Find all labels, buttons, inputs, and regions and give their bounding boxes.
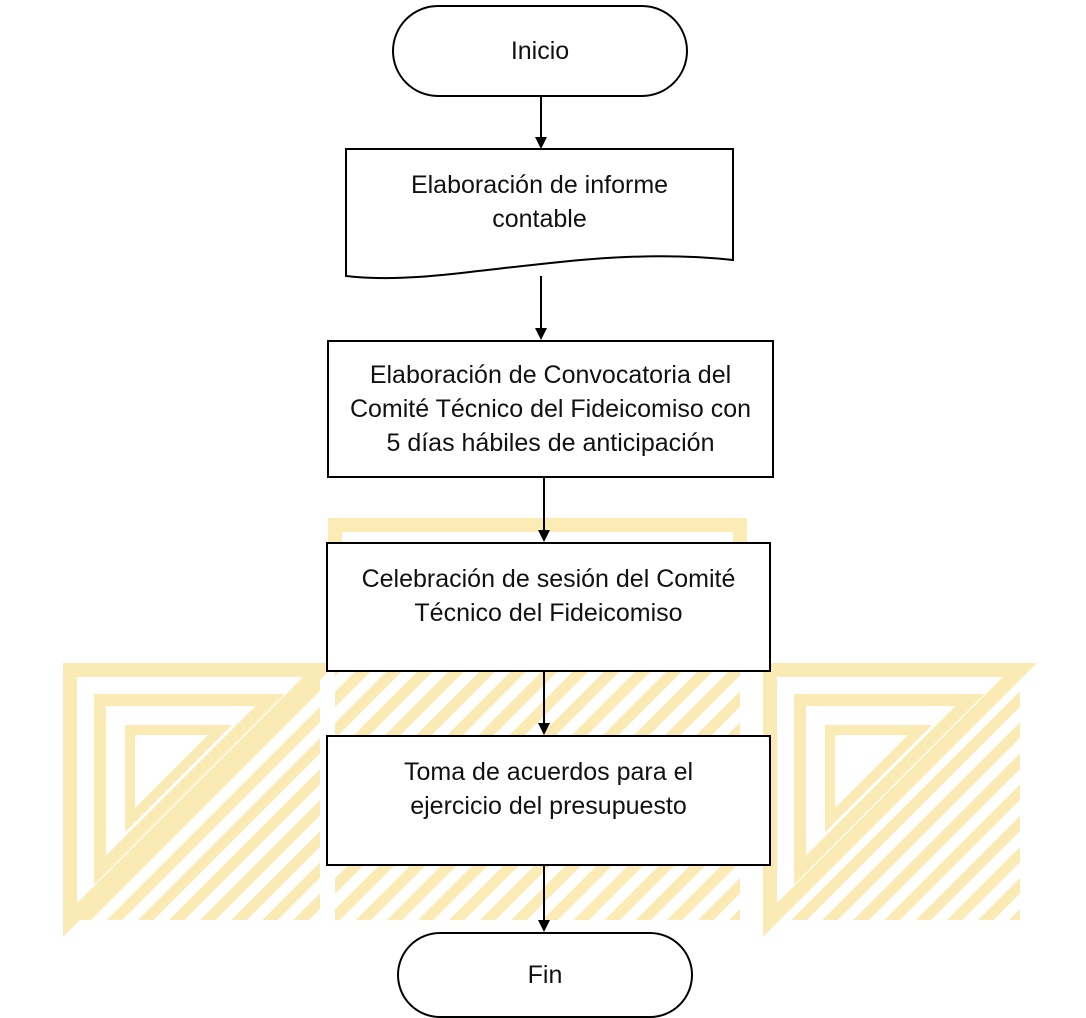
convocation-process-node: Elaboración de Convocatoria del Comité T… — [327, 340, 774, 478]
end-label: Fin — [527, 961, 563, 989]
convocation-process-label: Elaboración de Convocatoria del Comité T… — [349, 361, 752, 457]
report-document-label: Elaboración de informe contable — [410, 170, 669, 233]
report-document-node: Elaboración de informe contable — [346, 149, 733, 254]
session-process-node: Celebración de sesión del Comité Técnico… — [326, 542, 771, 672]
session-process-label: Celebración de sesión del Comité Técnico… — [361, 565, 736, 627]
agreements-process-node: Toma de acuerdos para el ejercicio del p… — [326, 735, 771, 866]
start-terminal: Inicio — [392, 5, 688, 97]
document-shape — [345, 148, 734, 280]
end-terminal: Fin — [397, 932, 693, 1018]
start-label: Inicio — [510, 37, 570, 65]
agreements-process-label: Toma de acuerdos para el ejercicio del p… — [403, 758, 694, 820]
